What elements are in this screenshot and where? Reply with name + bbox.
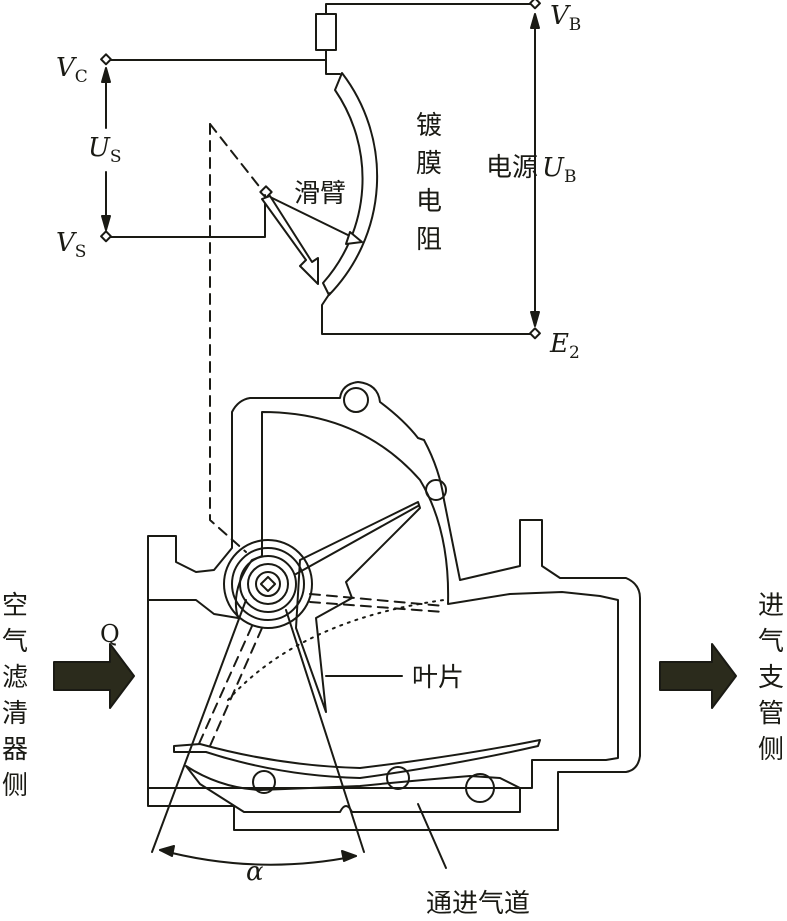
- fixed-resistor: [315, 13, 337, 51]
- vane-pivot-ring-2: [239, 555, 297, 613]
- e2-terminal: [529, 327, 541, 340]
- wiper-dashed-line: [209, 123, 263, 191]
- damper-strip: [173, 739, 541, 779]
- vc-label: VC: [56, 53, 88, 87]
- potentiometer-circuit: [100, 0, 541, 340]
- angle-line-left: [151, 599, 247, 853]
- angle-arc-head-left: [159, 845, 175, 857]
- vc-terminal: [100, 53, 112, 66]
- inlet-char-4: 清: [2, 699, 28, 729]
- ub-arrow-bottom: [530, 311, 540, 327]
- e2-label: E2: [549, 329, 580, 363]
- e2-wire: [321, 292, 536, 335]
- wiper-arm-upper-head: [345, 231, 363, 245]
- vane-pivot-outer: [223, 539, 313, 629]
- housing-outline: [147, 381, 641, 831]
- vs-wire: [105, 194, 266, 238]
- us-arrow-top: [101, 67, 111, 83]
- channel-ball-2: [386, 766, 410, 790]
- inlet-char-2: 气: [2, 627, 28, 657]
- meter-body: [147, 381, 641, 869]
- inlet-flow-arrow: [53, 643, 135, 709]
- angle-label: α: [246, 857, 264, 887]
- wiper-arm-hollow: [261, 195, 319, 285]
- angle-arc: [159, 849, 357, 866]
- vane-label: 叶片: [412, 663, 464, 693]
- bypass-label: 通进气道: [426, 889, 530, 919]
- housing-bump-right: [425, 479, 447, 501]
- channel-ball-1: [252, 770, 276, 794]
- housing-bump-top: [343, 387, 369, 413]
- inlet-char-5: 器: [2, 735, 28, 765]
- inlet-char-6: 侧: [2, 771, 28, 801]
- outlet-char-2: 气: [758, 627, 784, 657]
- vb-terminal: [529, 0, 541, 10]
- meter-labels: Q 叶片 α 通进气道 空 气 滤 清 器 侧 进 气 支 管 侧: [2, 591, 784, 919]
- angle-line-right: [285, 609, 365, 853]
- vane-dashed-2: [309, 601, 445, 613]
- inlet-char-3: 滤: [2, 663, 28, 693]
- vane-dashed-4: [209, 627, 263, 747]
- resistor-to-film-wire: [325, 49, 341, 75]
- vs-terminal: [100, 230, 112, 243]
- wiper-label: 滑臂: [294, 179, 346, 209]
- outlet-flow-arrow: [659, 643, 737, 709]
- bypass-leader-line: [417, 803, 447, 869]
- vane-pivot-axle: [259, 575, 277, 593]
- vane-pivot-ring-1: [231, 547, 305, 621]
- film-resistor-char-1: 镀: [416, 111, 442, 141]
- vane-dashed-3: [197, 625, 253, 747]
- bypass-channel: [185, 765, 521, 813]
- flow-label: Q: [100, 620, 120, 648]
- channel-ball-3: [465, 773, 495, 803]
- wiper-pivot: [259, 185, 273, 199]
- axis-link-dashed-line: [209, 123, 247, 553]
- film-resistor-char-2: 膜: [416, 149, 442, 179]
- vane-dashed-1: [309, 593, 445, 607]
- inlet-char-1: 空: [2, 591, 28, 621]
- outlet-char-1: 进: [758, 591, 784, 621]
- vane-pivot-ring-3: [247, 563, 289, 605]
- film-resistor-char-3: 电: [416, 187, 442, 217]
- wiper-arm-upper: [267, 195, 355, 239]
- outlet-char-5: 侧: [758, 735, 784, 765]
- angle-arc-head-right: [341, 850, 357, 862]
- outlet-char-4: 管: [758, 699, 784, 729]
- outlet-char-3: 支: [758, 663, 784, 693]
- vane-pivot-ring-4: [255, 571, 281, 597]
- vb-label: VB: [550, 1, 581, 35]
- vane-upper-edge: [295, 505, 419, 575]
- vb-wire: [325, 3, 536, 15]
- film-resistor-char-4: 阻: [416, 225, 442, 255]
- vane-swing-dotted-arc: [227, 599, 445, 701]
- vs-label: VS: [56, 228, 86, 262]
- us-label: US: [88, 133, 122, 167]
- ub-arrow-top: [530, 13, 540, 29]
- us-arrow-bottom: [101, 215, 111, 231]
